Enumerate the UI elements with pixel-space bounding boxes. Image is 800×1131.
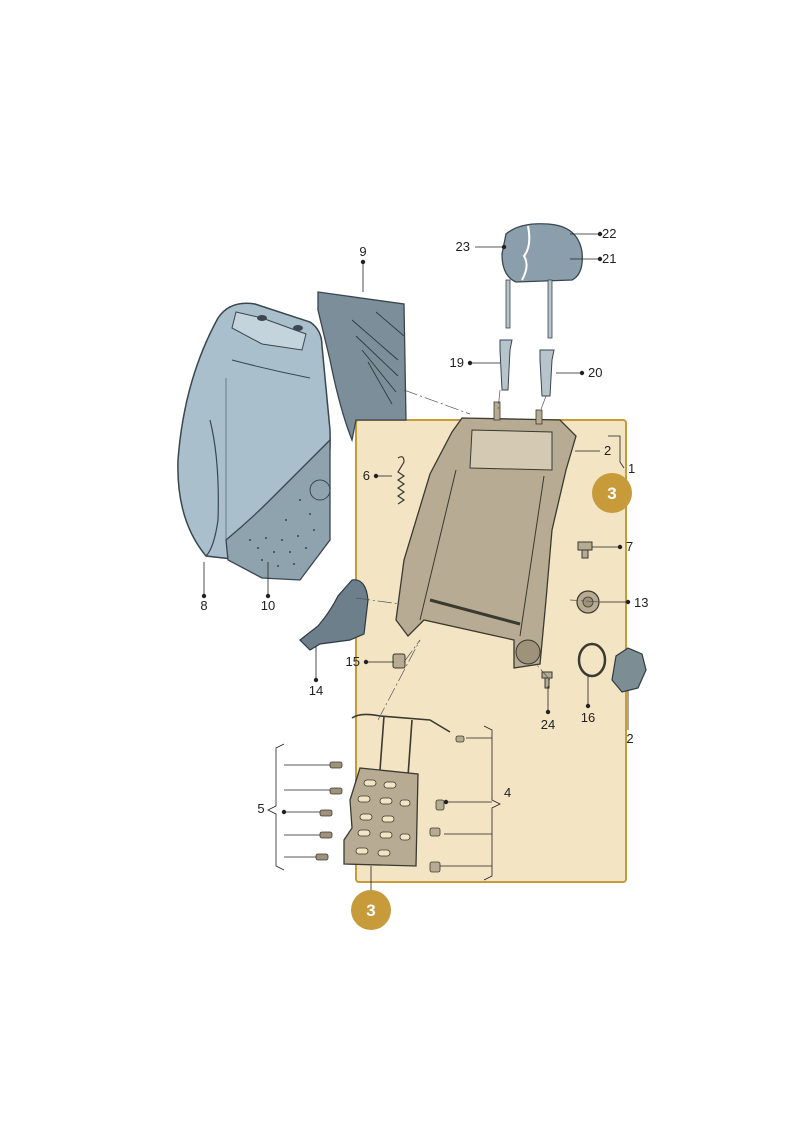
bracket-14: [299, 579, 369, 651]
label-16: 16: [581, 710, 595, 725]
label-15: 15: [346, 654, 360, 669]
parts-4: [429, 735, 465, 873]
label-22: 22: [602, 226, 616, 241]
label-6: 6: [363, 468, 370, 483]
label-5: 5: [257, 801, 264, 816]
callout-badge-upper-label: 3: [607, 484, 616, 503]
callout-badge-lower[interactable]: 3: [351, 890, 391, 930]
lumbar-support-plate: [343, 713, 451, 867]
label-1: 1: [628, 461, 635, 476]
label-21: 21: [602, 251, 616, 266]
label-24: 24: [541, 717, 555, 732]
assembly-lines: [355, 389, 601, 721]
label-19: 19: [450, 355, 464, 370]
tension-spring: [396, 456, 406, 505]
callout-badge-lower-label: 3: [366, 901, 375, 920]
label-14: 14: [309, 683, 323, 698]
part-labels: 9 23 22 21 19 20 2 1 6 7 13 8 10 15 14 2…: [200, 226, 648, 816]
bolt-7: [577, 541, 593, 559]
label-4: 4: [504, 785, 511, 800]
callout-badge-upper[interactable]: 3: [592, 473, 632, 513]
cover-cap: [611, 647, 647, 693]
label-7: 7: [626, 539, 633, 554]
backrest-foam-pad: [225, 438, 331, 581]
label-9: 9: [359, 244, 366, 259]
label-2-lower: 2: [626, 731, 633, 746]
screw-15: [392, 653, 406, 669]
ring-16: [577, 642, 607, 678]
clips-5: [315, 761, 343, 861]
backrest-frame: [395, 401, 577, 669]
screw-24: [541, 671, 553, 689]
label-20: 20: [588, 365, 602, 380]
backrest-panel: [317, 291, 407, 443]
label-2-upper: 2: [604, 443, 611, 458]
label-10: 10: [261, 598, 275, 613]
guide-sleeve-19: [499, 339, 513, 391]
head-restraint: [501, 223, 583, 339]
label-8: 8: [200, 598, 207, 613]
guide-sleeve-20: [539, 349, 555, 397]
label-13: 13: [634, 595, 648, 610]
leader-lines: [201, 231, 631, 890]
label-23: 23: [456, 239, 470, 254]
